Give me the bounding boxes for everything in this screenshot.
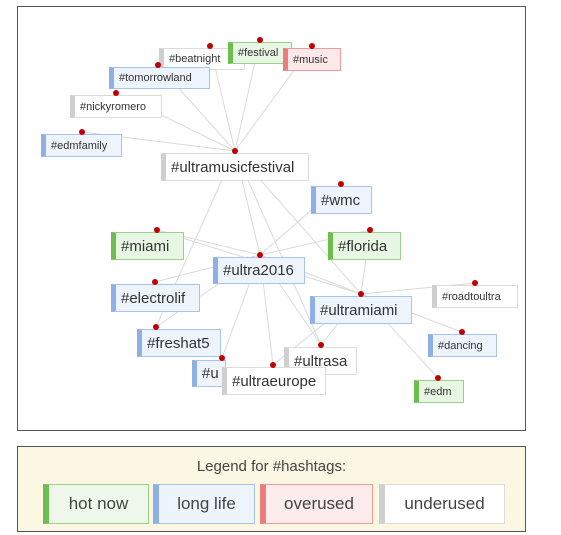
hashtag-node-edmfamily[interactable]: #edmfamily	[41, 134, 122, 157]
graph-edge	[360, 282, 476, 295]
hashtag-node-roadtoultra[interactable]: #roadtoultra	[432, 285, 518, 308]
legend-underused: underused	[379, 484, 505, 524]
hashtag-node-nickyromero[interactable]: #nickyromero	[70, 95, 162, 118]
hashtag-node-tomorrowland[interactable]: #tomorrowland	[109, 67, 210, 89]
hashtag-legend: Legend for #hashtags: hot now long life …	[17, 446, 526, 532]
hashtag-node-freshat5[interactable]: #freshat5	[137, 329, 221, 357]
hashtag-node-ultramiami[interactable]: #ultramiami	[310, 296, 412, 324]
hashtag-node-beatnight[interactable]: #beatnight	[159, 48, 245, 70]
legend-title: Legend for #hashtags:	[196, 458, 347, 475]
hashtag-node-miami[interactable]: #miami	[111, 232, 184, 260]
hashtag-node-u-partial[interactable]: #u	[192, 360, 226, 387]
hashtag-node-ultramusicfestival[interactable]: #ultramusicfestival	[161, 153, 309, 181]
hashtag-node-ultraeurope[interactable]: #ultraeurope	[222, 367, 326, 395]
legend-long-life: long life	[153, 484, 255, 524]
hashtag-node-florida[interactable]: #florida	[328, 232, 401, 260]
hashtag-node-ultra2016[interactable]: #ultra2016	[213, 257, 305, 284]
hashtag-node-electrolif[interactable]: #electrolif	[111, 284, 200, 312]
hashtag-graph-panel: #beatnight#festival#music#tomorrowland#n…	[17, 6, 526, 431]
graph-edge	[234, 150, 322, 346]
hashtag-node-wmc[interactable]: #wmc	[311, 186, 372, 214]
hashtag-node-music[interactable]: #music	[283, 48, 341, 71]
legend-hot-now: hot now	[43, 484, 149, 524]
hashtag-node-dancing[interactable]: #dancing	[428, 334, 497, 357]
legend-overused: overused	[260, 484, 373, 524]
hashtag-node-edm[interactable]: #edm	[414, 380, 464, 403]
